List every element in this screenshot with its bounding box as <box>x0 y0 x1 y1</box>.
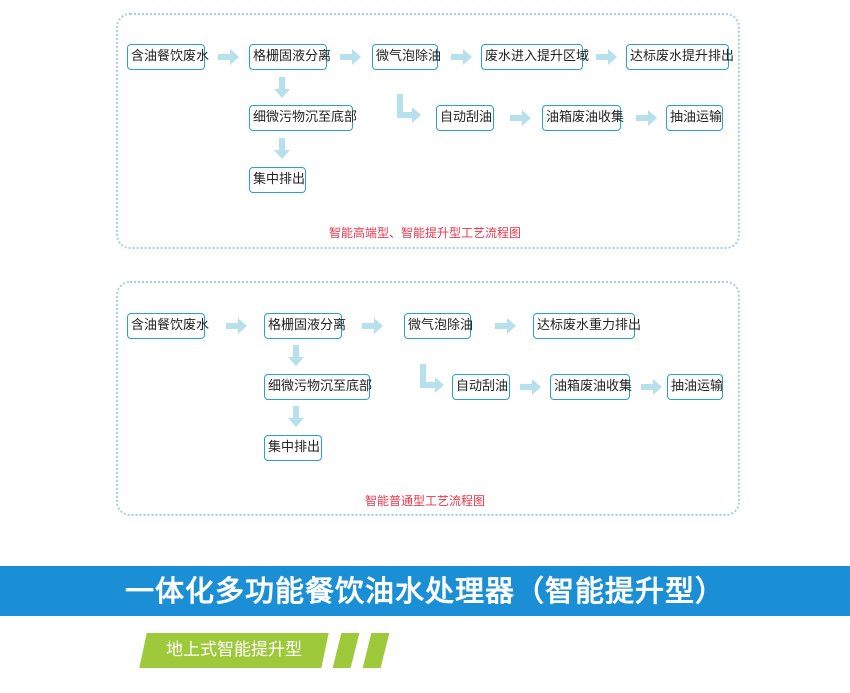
node-lift-zone: 废水进入提升区域 <box>481 44 589 70</box>
flowchart-panel-standard <box>116 281 740 516</box>
node-auto-skim: 自动刮油 <box>436 105 494 131</box>
node-grille-separation: 格栅固液分离 <box>264 313 346 339</box>
arrow-down-icon <box>288 345 304 366</box>
arrow-elbow-icon <box>397 94 421 123</box>
node-grille-separation: 格栅固液分离 <box>249 44 331 70</box>
node-oily-wastewater: 含油餐饮废水 <box>127 313 209 339</box>
arrow-right-icon <box>340 49 361 65</box>
arrow-right-icon <box>596 49 617 65</box>
node-auto-skim: 自动刮油 <box>452 374 510 400</box>
arrow-down-icon <box>288 406 304 427</box>
flowchart-caption-standard: 智能普通型工艺流程图 <box>364 494 485 508</box>
arrow-down-icon <box>274 77 290 98</box>
node-oil-tank: 油箱废油收集 <box>550 374 632 400</box>
arrow-right-icon <box>218 49 239 65</box>
node-central-discharge: 集中排出 <box>249 167 306 193</box>
arrow-down-icon <box>274 138 290 159</box>
arrow-right-icon <box>520 379 541 395</box>
flowchart-panel-premium <box>116 13 740 249</box>
flowchart-caption-premium: 智能高端型、智能提升型工艺流程图 <box>328 226 521 240</box>
arrow-right-icon <box>495 318 516 334</box>
node-sediment: 细微污物沉至底部 <box>264 374 372 400</box>
arrow-right-icon <box>362 318 383 334</box>
node-microbubble-degrease: 微气泡除油 <box>372 44 441 70</box>
node-oil-transport: 抽油运输 <box>667 374 723 400</box>
arrow-elbow-icon <box>420 364 444 393</box>
node-microbubble-degrease: 微气泡除油 <box>404 313 473 339</box>
node-central-discharge: 集中排出 <box>264 435 322 461</box>
arrow-right-icon <box>451 49 472 65</box>
arrow-right-icon <box>226 318 247 334</box>
node-sediment: 细微污物沉至底部 <box>249 105 357 131</box>
node-gravity-discharge: 达标废水重力排出 <box>533 313 641 339</box>
arrow-right-icon <box>636 110 657 126</box>
arrow-right-icon <box>510 110 531 126</box>
arrow-right-icon <box>641 379 662 395</box>
node-oily-wastewater: 含油餐饮废水 <box>127 44 209 70</box>
node-oil-transport: 抽油运输 <box>666 105 723 131</box>
section-tag-label: 地上式智能提升型 <box>166 640 302 660</box>
node-lift-discharge: 达标废水提升排出 <box>626 44 734 70</box>
product-title-banner: 一体化多功能餐饮油水处理器（智能提升型） <box>0 566 850 616</box>
node-oil-tank: 油箱废油收集 <box>542 105 624 131</box>
